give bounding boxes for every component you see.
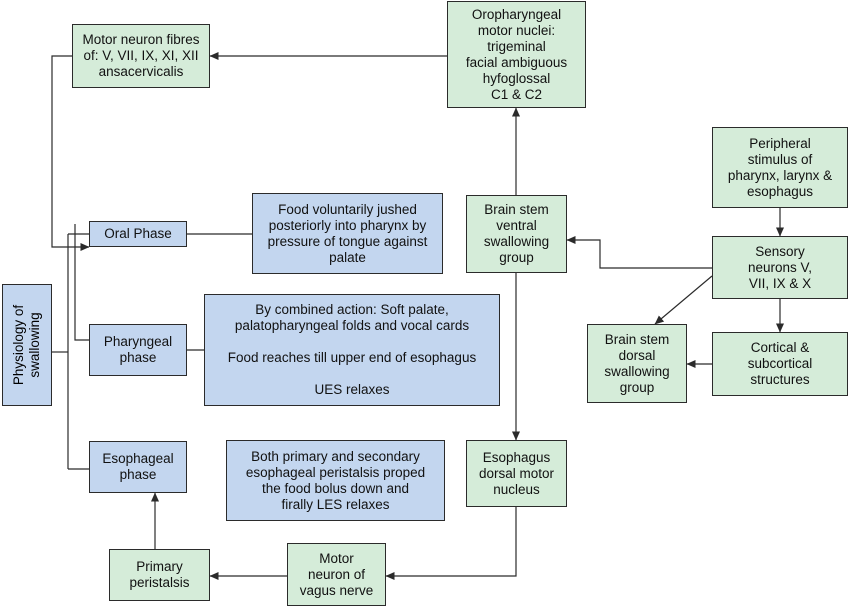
- arrow-sensory-to-ventral: [566, 236, 712, 269]
- tree-link-pharyngeal: [74, 224, 89, 341]
- pharyngeal-phase-description-box: By combined action: Soft palate, palatop…: [204, 294, 500, 406]
- physiology-of-swallowing-box: Physiology of swallowing: [2, 284, 52, 406]
- oral-phase-box: Oral Phase: [89, 221, 187, 247]
- primary-peristalsis-box: Primary peristalsis: [109, 549, 210, 601]
- motor-neuron-vagus-box: Motor neuron of vagus nerve: [287, 543, 386, 606]
- oropharyngeal-motor-nuclei-box: Oropharyngeal motor nuclei: trigeminal f…: [447, 1, 586, 108]
- physiology-of-swallowing-label: Physiology of swallowing: [11, 304, 42, 386]
- pharyngeal-phase-box: Pharyngeal phase: [89, 324, 187, 376]
- esophageal-phase-description-box: Both primary and secondary esophageal pe…: [226, 440, 445, 521]
- esophagus-dorsal-motor-nucleus-box: Esophagus dorsal motor nucleus: [466, 440, 567, 507]
- arrow-esophagus-nucleus-to-vagus: [385, 507, 517, 580]
- arrow-motor-fibres-to-oral-phase: [51, 55, 90, 251]
- oral-phase-description-box: Food voluntarily jushed posteriorly into…: [252, 193, 443, 274]
- motor-neuron-fibres-box: Motor neuron fibres of: V, VII, IX, XI, …: [72, 24, 210, 88]
- peripheral-stimulus-box: Peripheral stimulus of pharynx, larynx &…: [712, 127, 848, 208]
- cortical-subcortical-box: Cortical & subcortical structures: [712, 332, 848, 396]
- arrow-sensory-to-dorsal: [654, 275, 713, 325]
- sensory-neurons-box: Sensory neurons V, VII, IX & X: [712, 236, 848, 299]
- brain-stem-ventral-box: Brain stem ventral swallowing group: [466, 195, 567, 273]
- esophageal-phase-box: Esophageal phase: [89, 441, 187, 493]
- brain-stem-dorsal-box: Brain stem dorsal swallowing group: [587, 324, 687, 403]
